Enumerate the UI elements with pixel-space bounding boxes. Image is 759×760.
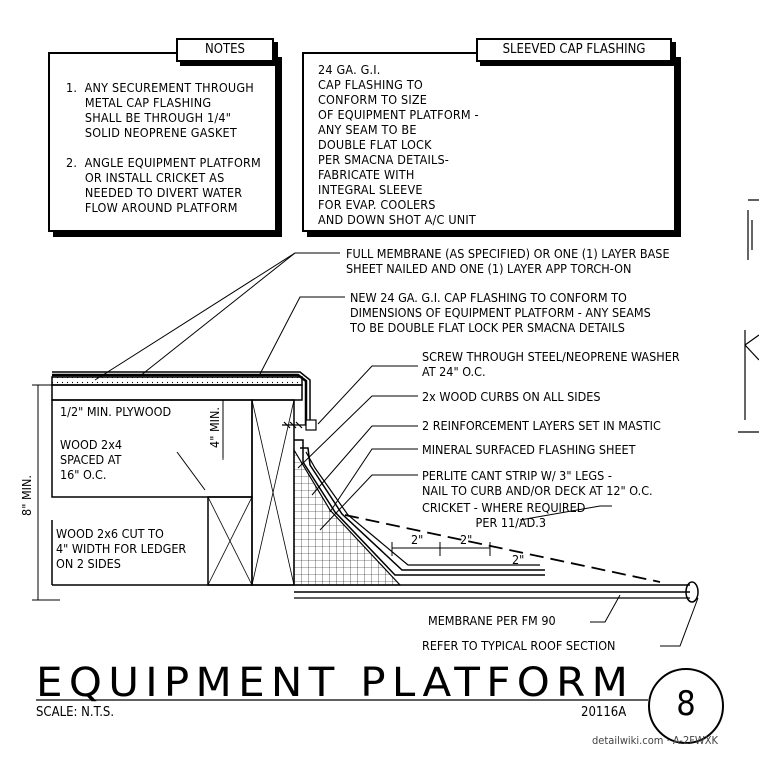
label-8in-min: 8" MIN.: [18, 475, 34, 516]
edge-marks: [738, 199, 759, 433]
dim-label-1: 2": [411, 532, 424, 547]
callout-cap-flashing: NEW 24 GA. G.I. CAP FLASHING TO CONFORM …: [350, 290, 651, 335]
label-plywood: 1/2" MIN. PLYWOOD: [60, 404, 172, 419]
dim-label-2: 2": [460, 532, 473, 547]
notes-box: [48, 52, 277, 232]
sleeved-cap-box: [302, 52, 676, 232]
drawing-code: 20116A: [581, 705, 627, 720]
dimension-marks: [391, 542, 545, 571]
scale-label: SCALE: N.T.S.: [36, 705, 115, 720]
dim-label-3: 2": [512, 552, 525, 567]
label-wood2x6: WOOD 2x6 CUT TO 4" WIDTH FOR LEDGER ON 2…: [56, 526, 187, 571]
callout-curbs: 2x WOOD CURBS ON ALL SIDES: [422, 389, 601, 404]
callout-membrane-fm: MEMBRANE PER FM 90: [428, 613, 556, 628]
notes-header: NOTES: [176, 38, 274, 62]
callout-perlite: PERLITE CANT STRIP W/ 3" LEGS - NAIL TO …: [422, 468, 653, 498]
note-2: 2. ANGLE EQUIPMENT PLATFORM OR INSTALL C…: [66, 155, 261, 215]
detail-number: 8: [648, 668, 724, 744]
callout-refer: REFER TO TYPICAL ROOF SECTION: [422, 638, 616, 653]
leaders: [94, 252, 699, 647]
watermark: detailwiki.com · A-2FWXK: [592, 734, 718, 747]
label-wood2x4: WOOD 2x4 SPACED AT 16" O.C.: [60, 437, 123, 482]
callout-membrane: FULL MEMBRANE (AS SPECIFIED) OR ONE (1) …: [346, 246, 670, 276]
drawing-title: EQUIPMENT PLATFORM: [36, 660, 635, 706]
callout-mineral: MINERAL SURFACED FLASHING SHEET: [422, 442, 636, 457]
note-1: 1. ANY SECUREMENT THROUGH METAL CAP FLAS…: [66, 80, 254, 140]
roof-deck: [294, 581, 699, 603]
callout-cricket: CRICKET - WHERE REQUIRED PER 11/AD.3: [422, 500, 586, 530]
callout-screw: SCREW THROUGH STEEL/NEOPRENE WASHER AT 2…: [422, 349, 680, 379]
sleeved-cap-header: SLEEVED CAP FLASHING: [476, 38, 672, 62]
framing: [51, 399, 295, 586]
screw: [282, 419, 317, 431]
label-4in-min: 4" MIN.: [206, 407, 222, 448]
cricket-line: [344, 514, 661, 583]
dimension-8in: [32, 384, 60, 601]
callout-reinforcement: 2 REINFORCEMENT LAYERS SET IN MASTIC: [422, 418, 661, 433]
sleeved-cap-text: 24 GA. G.I. CAP FLASHING TO CONFORM TO S…: [318, 62, 479, 227]
